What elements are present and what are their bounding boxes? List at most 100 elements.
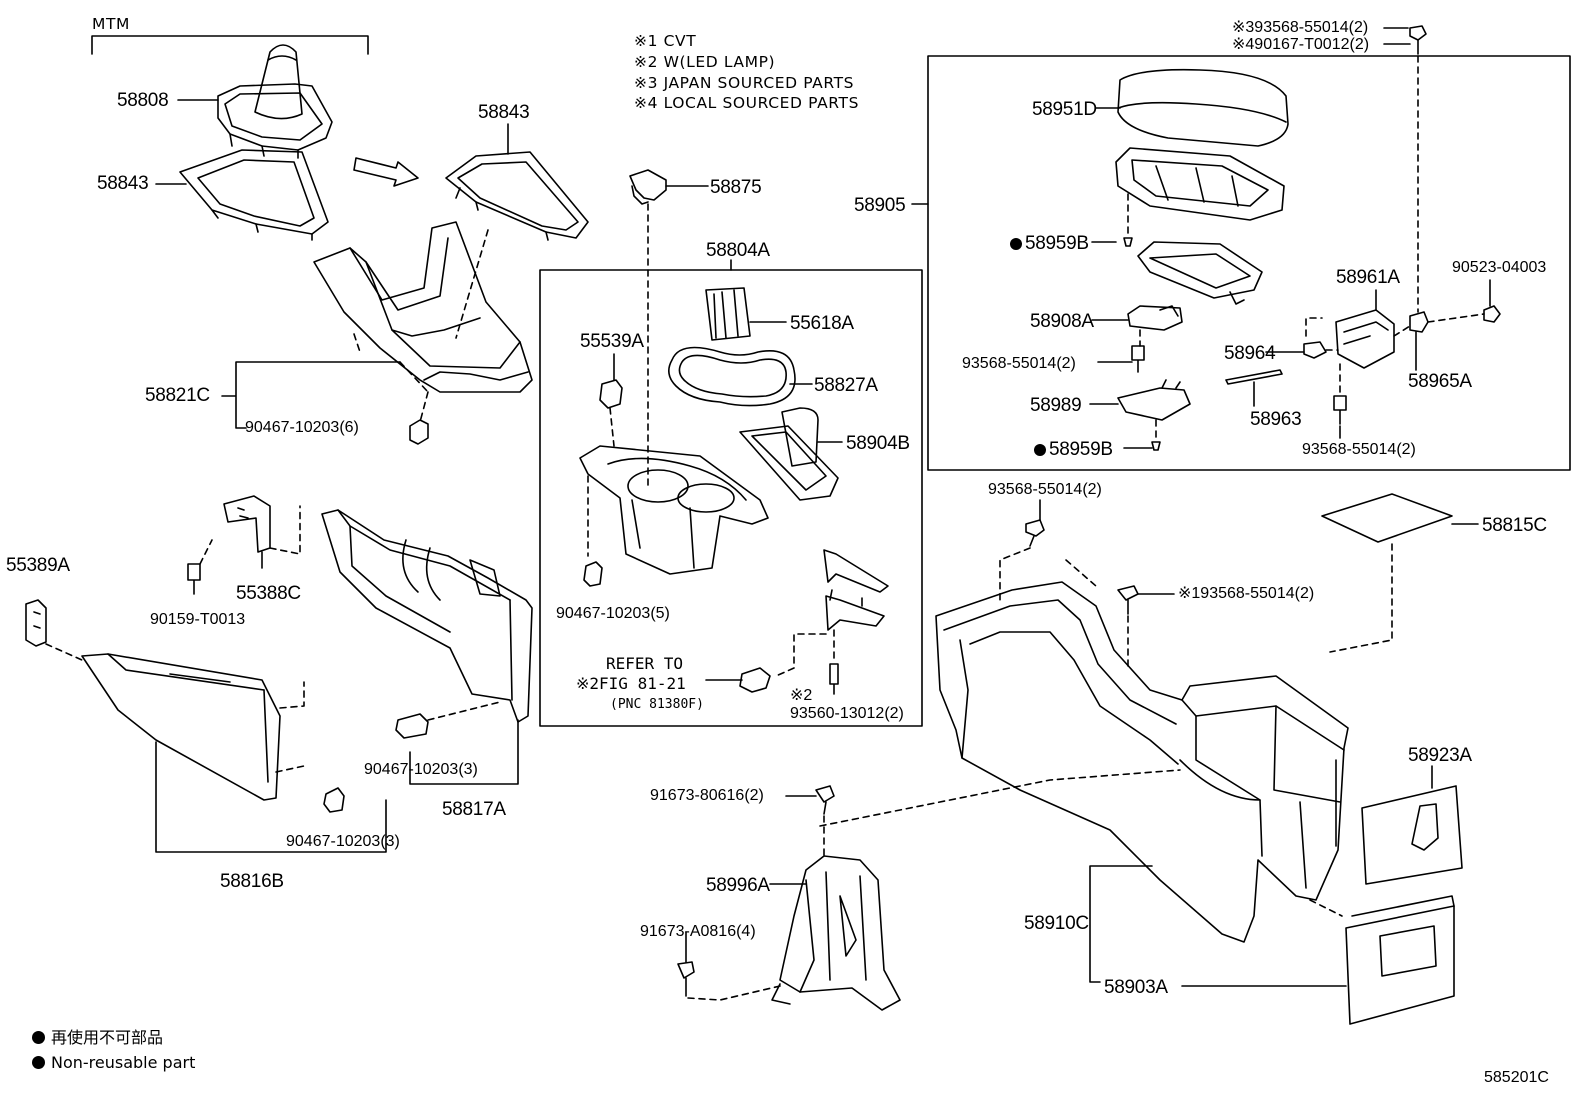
label-refer-to: REFER TO xyxy=(606,654,684,673)
box-58905 xyxy=(927,55,1571,471)
screw-top-right-drawing xyxy=(1409,25,1427,55)
label-55539A: 55539A xyxy=(580,331,644,352)
screw-93568-b-drawing xyxy=(1333,395,1347,425)
non-reusable-dot-icon xyxy=(1034,444,1046,456)
pin-58959B-b-drawing xyxy=(1151,441,1161,451)
clip-55389A-drawing xyxy=(25,599,47,647)
screw-90159-drawing xyxy=(187,563,201,595)
label-58908A: 58908A xyxy=(1030,311,1094,332)
label-55618A: 55618A xyxy=(790,313,854,334)
label-58904B: 58904B xyxy=(846,433,910,454)
mtm-bracket xyxy=(91,35,369,55)
bracket-58996A-drawing xyxy=(771,855,901,1011)
label-55388C: 55388C xyxy=(236,583,301,604)
note-3: ※3 JAPAN SOURCED PARTS xyxy=(634,74,855,92)
led-bracket-drawing xyxy=(823,549,889,631)
label-93568-55014-d: ※193568-55014(2) xyxy=(1178,585,1315,602)
label-58959B-a: 58959B xyxy=(1010,234,1089,253)
panel-58903A-drawing xyxy=(1345,895,1455,1025)
tray-insert-drawing xyxy=(1137,241,1263,305)
label-90467-10203-3a: 90467-10203(3) xyxy=(364,761,478,778)
leader-58910C xyxy=(1089,865,1153,983)
label-58815C: 58815C xyxy=(1482,515,1547,536)
label-90523-04003: 90523-04003 xyxy=(1452,259,1547,276)
pin-58959B-a-drawing xyxy=(1123,237,1133,247)
label-93568-55014-top: ※393568-55014(2) xyxy=(1232,19,1369,36)
label-58964: 58964 xyxy=(1224,343,1276,364)
clip-90467-3b-drawing xyxy=(323,787,345,813)
legend-english-text: Non-reusable part xyxy=(51,1053,196,1072)
knob-58875-drawing xyxy=(629,169,667,205)
label-91673-A0816: 91673-A0816(4) xyxy=(640,923,756,940)
legend-japanese-text: 再使用不可部品 xyxy=(51,1028,164,1047)
screw-93568-d-drawing xyxy=(1117,585,1139,615)
label-58959B-b-text: 58959B xyxy=(1049,439,1113,460)
legend-english: Non-reusable part xyxy=(32,1055,195,1071)
label-58963: 58963 xyxy=(1250,409,1302,430)
clip-55539A-drawing xyxy=(599,379,623,409)
label-93560-13012: 93560-13012(2) xyxy=(790,705,904,722)
label-58903A: 58903A xyxy=(1104,977,1168,998)
note-2: ※2 W(LED LAMP) xyxy=(634,53,776,71)
non-reusable-dot-icon xyxy=(1010,238,1022,250)
ring-58827A-drawing xyxy=(668,346,796,407)
label-93568-55014-a: 93568-55014(2) xyxy=(962,355,1076,372)
bezel-58843-left-drawing xyxy=(179,149,329,241)
label-58959B-b: 58959B xyxy=(1034,440,1113,459)
label-91673-80616: 91673-80616(2) xyxy=(650,787,764,804)
label-58821C: 58821C xyxy=(145,385,210,406)
clip-58965A-drawing xyxy=(1409,311,1429,333)
mat-55618A-drawing xyxy=(705,287,751,341)
label-90167-t0012-top: ※490167-T0012(2) xyxy=(1232,36,1370,53)
screw-93568-c-drawing xyxy=(1025,519,1045,547)
legend-japanese: 再使用不可部品 xyxy=(32,1030,163,1046)
label-58959B-a-text: 58959B xyxy=(1025,233,1089,254)
non-reusable-dot-icon xyxy=(32,1031,45,1044)
pocket-58904B-drawing xyxy=(739,407,839,501)
label-58817A: 58817A xyxy=(442,799,506,820)
note-1: ※1 CVT xyxy=(634,32,697,50)
screw-93568-a-drawing xyxy=(1131,345,1145,373)
shift-panel-58821C-drawing xyxy=(313,221,533,393)
label-55389A: 55389A xyxy=(6,555,70,576)
leader-58817A xyxy=(409,719,519,785)
label-58843-right: 58843 xyxy=(478,102,530,123)
latch-58961A-drawing xyxy=(1335,309,1395,369)
clip-90467-3a-drawing xyxy=(395,713,429,739)
cupholder-tray-drawing xyxy=(579,445,769,575)
label-58905: 58905 xyxy=(854,195,906,216)
arrow-mtm-to-cvt xyxy=(353,157,419,187)
label-58965A: 58965A xyxy=(1408,371,1472,392)
label-fig-ref: ※2FIG 81-21 xyxy=(576,674,686,693)
led-lamp-drawing xyxy=(739,667,771,693)
spring-58964-drawing xyxy=(1303,341,1327,359)
label-58827A: 58827A xyxy=(814,375,878,396)
cover-58989-drawing xyxy=(1117,379,1191,421)
pin-58963-drawing xyxy=(1225,369,1283,385)
label-90159-t0013: 90159-T0013 xyxy=(150,611,246,628)
screw-91673-A0816-drawing xyxy=(677,961,695,997)
label-93568-55014-c: 93568-55014(2) xyxy=(988,481,1102,498)
leader-58816B xyxy=(155,741,387,853)
label-58816B: 58816B xyxy=(220,871,284,892)
label-58989: 58989 xyxy=(1030,395,1082,416)
bracket-55388C-drawing xyxy=(223,495,271,553)
panel-58923A-drawing xyxy=(1361,785,1463,885)
label-pnc-ref: (PNC 81380F) xyxy=(610,697,704,712)
label-93568-55014-b: 93568-55014(2) xyxy=(1302,441,1416,458)
label-58910C: 58910C xyxy=(1024,913,1089,934)
screw-91673-80616-drawing xyxy=(815,785,835,815)
side-panel-58817A-drawing xyxy=(321,509,533,723)
screw-93560-drawing xyxy=(829,663,839,695)
side-panel-58816B-drawing xyxy=(81,653,281,801)
label-58843-left: 58843 xyxy=(97,173,149,194)
armrest-lid-58951D-drawing xyxy=(1117,68,1289,147)
label-58961A: 58961A xyxy=(1336,267,1400,288)
label-93560-mark: ※2 xyxy=(790,687,813,704)
nut-90523-drawing xyxy=(1483,305,1501,323)
note-4: ※4 LOCAL SOURCED PARTS xyxy=(634,94,860,112)
mat-58815C-drawing xyxy=(1321,493,1453,543)
label-58808: 58808 xyxy=(117,90,169,111)
bezel-58843-right-drawing xyxy=(445,151,589,241)
